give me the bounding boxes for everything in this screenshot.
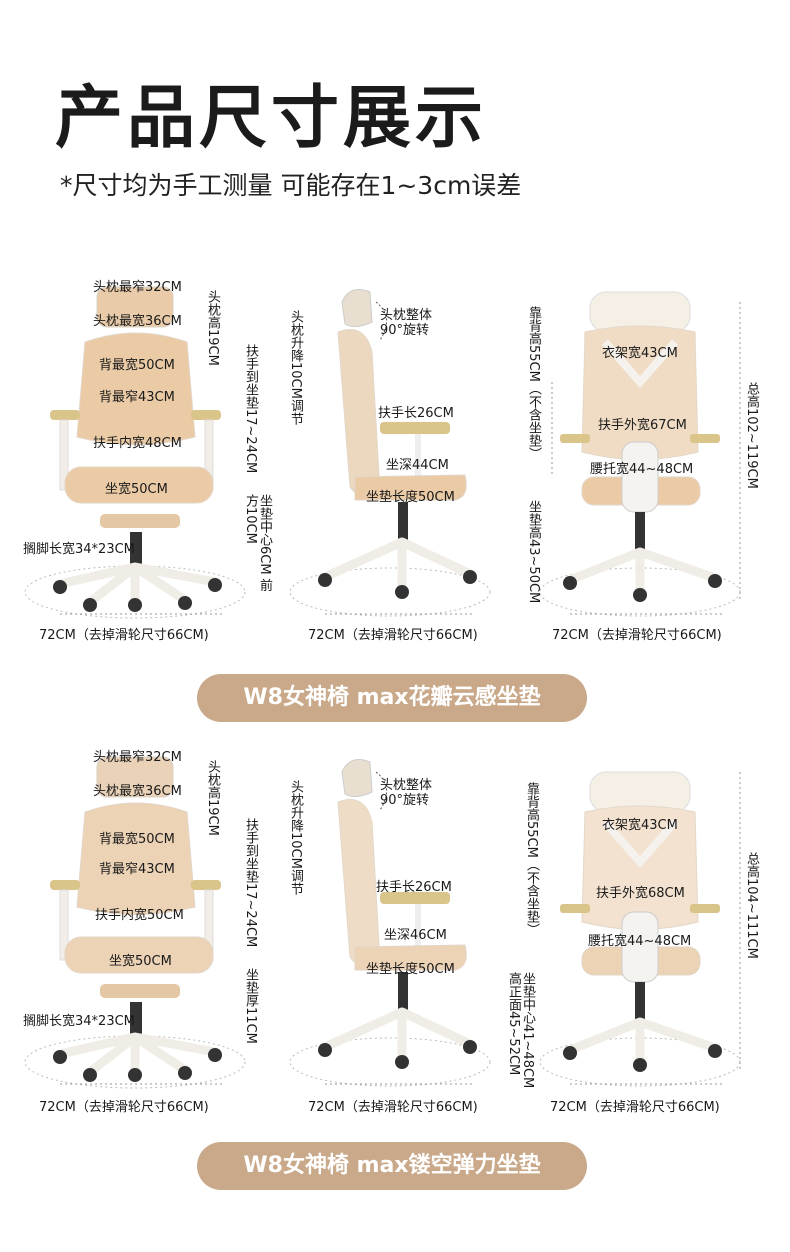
back-widest-label: 背最宽50CM (99, 358, 175, 373)
armrest-outer-width-label: 扶手外宽67CM (598, 418, 687, 433)
cushion-length-label: 坐垫长度50CM (366, 490, 455, 505)
armrest-to-seat-label: 扶手到坐垫17~24CM (243, 344, 258, 474)
headrest-lift-label: 头枕升降10CM调节 (288, 780, 303, 895)
back-chair-illustration (539, 771, 741, 1087)
front-view-panel: 头枕最窄32CM 头枕最宽36CM 头枕高19CM 背最宽50CM 背最窄43C… (15, 732, 265, 1132)
section-2: 头枕最窄32CM 头枕最宽36CM 头枕高19CM 背最宽50CM 背最窄43C… (0, 732, 790, 1252)
side-chair-illustration (289, 289, 491, 617)
seat-depth-label: 坐深44CM (386, 458, 449, 473)
seat-height-label: 坐垫高43~50CM (526, 500, 541, 604)
hanger-width-label: 衣架宽43CM (602, 818, 678, 833)
armrest-inner-width-label: 扶手内宽50CM (95, 908, 184, 923)
side-base-size-label: 72CM（去掉滑轮尺寸66CM) (308, 1100, 478, 1115)
seat-thickness-label: 坐垫中心6CM 前方10CM (243, 494, 272, 592)
product-label-pill: W8女神椅 max花瓣云感坐垫 (197, 674, 587, 722)
armrest-inner-width-label: 扶手内宽48CM (93, 436, 182, 451)
total-height-label: 总高104~111CM (744, 852, 759, 959)
headrest-rotate-label: 头枕整体 90°旋转 (380, 778, 433, 808)
armrest-to-seat-label: 扶手到坐垫17~24CM (243, 818, 258, 948)
side-view-panel: 头枕升降10CM调节 头枕整体 90°旋转 扶手长26CM 坐深44CM 坐垫长… (280, 262, 530, 662)
back-view-panel: 靠背高55CM（不含坐垫） 衣架宽43CM 扶手外宽67CM 腰托宽44~48C… (526, 262, 780, 662)
front-view-panel: 头枕最窄32CM 头枕最宽36CM 头枕高19CM 背最宽50CM 背最窄43C… (15, 262, 272, 662)
seat-depth-label: 坐深46CM (384, 928, 447, 943)
armrest-length-label: 扶手长26CM (376, 880, 452, 895)
armrest-outer-width-label: 扶手外宽68CM (596, 886, 685, 901)
total-height-label: 总高102~119CM (744, 382, 759, 489)
front-chair-illustration (24, 286, 246, 619)
seat-thickness-label: 坐垫厚11CM (243, 968, 258, 1044)
page-subtitle: *尺寸均为手工测量 可能存在1~3cm误差 (60, 171, 522, 200)
back-height-label: 靠背高55CM（不含坐垫） (526, 306, 541, 460)
back-narrowest-label: 背最窄43CM (99, 862, 175, 877)
back-narrowest-label: 背最窄43CM (99, 390, 175, 405)
seat-width-label: 坐宽50CM (109, 954, 172, 969)
headrest-narrow-label: 头枕最窄32CM (93, 750, 182, 765)
front-chair-illustration (24, 756, 246, 1089)
hanger-width-label: 衣架宽43CM (602, 346, 678, 361)
back-height-label: 靠背高55CM（不含坐垫） (524, 782, 539, 936)
cushion-length-label: 坐垫长度50CM (366, 962, 455, 977)
headrest-height-label: 头枕高19CM (205, 760, 220, 836)
headrest-wide-label: 头枕最宽36CM (93, 314, 182, 329)
back-base-size-label: 72CM（去掉滑轮尺寸66CM) (552, 628, 722, 643)
headrest-lift-label: 头枕升降10CM调节 (288, 310, 303, 425)
headrest-height-label: 头枕高19CM (205, 290, 220, 366)
footrest-size-label: 搁脚长宽34*23CM (23, 1014, 135, 1029)
side-chair-illustration (289, 759, 491, 1087)
lumbar-width-label: 腰托宽44~48CM (588, 934, 692, 949)
headrest-rotate-label: 头枕整体 90°旋转 (380, 308, 433, 338)
back-base-size-label: 72CM（去掉滑轮尺寸66CM) (550, 1100, 720, 1115)
lumbar-width-label: 腰托宽44~48CM (590, 462, 694, 477)
seat-width-label: 坐宽50CM (105, 482, 168, 497)
side-view-panel: 头枕升降10CM调节 头枕整体 90°旋转 扶手长26CM 坐深46CM 坐垫长… (280, 732, 530, 1132)
footrest-size-label: 搁脚长宽34*23CM (23, 542, 135, 557)
page-title: 产品尺寸展示 (55, 79, 488, 158)
back-chair-illustration (539, 291, 741, 617)
front-base-size-label: 72CM（去掉滑轮尺寸66CM) (39, 628, 209, 643)
headrest-wide-label: 头枕最宽36CM (93, 784, 182, 799)
headrest-narrow-label: 头枕最窄32CM (93, 280, 182, 295)
section-1: 头枕最窄32CM 头枕最宽36CM 头枕高19CM 背最宽50CM 背最窄43C… (0, 262, 790, 782)
back-widest-label: 背最宽50CM (99, 832, 175, 847)
product-label-pill: W8女神椅 max镂空弹力坐垫 (197, 1142, 587, 1190)
armrest-length-label: 扶手长26CM (378, 406, 454, 421)
side-base-size-label: 72CM（去掉滑轮尺寸66CM) (308, 628, 478, 643)
back-view-panel: 靠背高55CM（不含坐垫） 衣架宽43CM 扶手外宽68CM 腰托宽44~48C… (506, 732, 780, 1132)
front-base-size-label: 72CM（去掉滑轮尺寸66CM) (39, 1100, 209, 1115)
seat-height-label: 坐垫中心41~48CM 高正面45~52CM (506, 972, 535, 1089)
